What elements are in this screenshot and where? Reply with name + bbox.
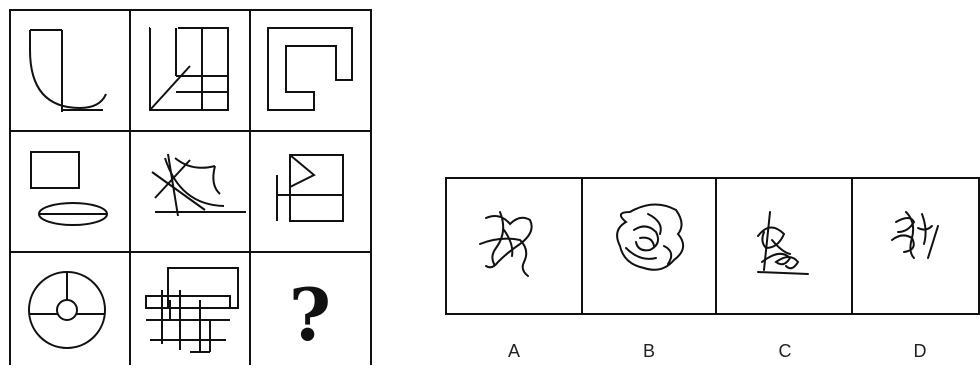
options-strip [446,178,979,314]
options-frame [446,178,979,314]
overlapping-rects-figure [146,268,238,352]
rect-with-diagonal-figure [150,28,228,110]
option-b-label[interactable]: B [643,341,655,361]
option-a-figure[interactable] [480,212,532,276]
option-c-figure[interactable] [758,212,808,274]
option-d-figure[interactable] [892,212,938,258]
question-mark: ? [289,272,331,357]
crossed-curve-figure [152,154,246,216]
rect-and-ellipse-figure [31,152,107,225]
option-b-figure[interactable] [617,204,683,269]
option-a-label[interactable]: A [508,341,520,361]
z-in-rectangle-figure [277,155,343,221]
u-curve-figure [30,30,106,112]
circle-with-center-figure [29,272,105,348]
option-c-label[interactable]: C [779,341,792,361]
square-spiral-figure [268,28,352,110]
option-d-label[interactable]: D [914,341,927,361]
